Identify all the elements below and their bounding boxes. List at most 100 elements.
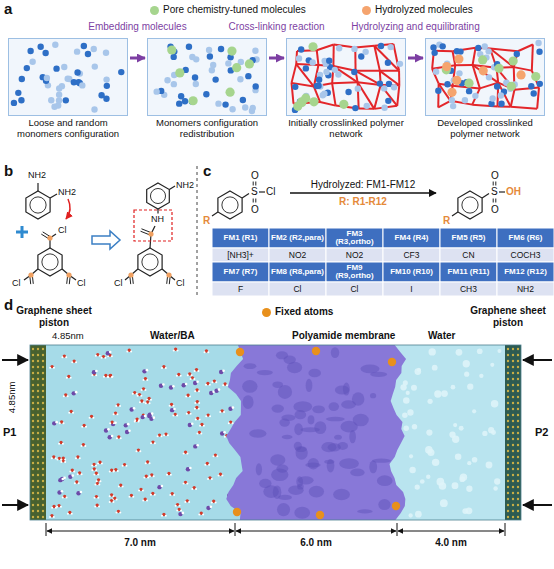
water-bubble bbox=[425, 446, 433, 454]
membrane-texture bbox=[242, 380, 257, 393]
carbon-atom bbox=[517, 378, 519, 380]
monomer-dot bbox=[245, 73, 251, 79]
carbon-atom bbox=[507, 360, 509, 362]
water-molecule bbox=[137, 395, 139, 397]
water-molecule bbox=[221, 474, 223, 476]
water-molecule bbox=[145, 402, 147, 404]
stage-fill bbox=[8, 38, 128, 116]
carbon-atom bbox=[507, 432, 509, 434]
membrane-texture bbox=[243, 395, 254, 409]
water-bubble bbox=[426, 474, 430, 478]
water-molecule bbox=[183, 452, 185, 454]
monomer-dot bbox=[528, 83, 534, 89]
carbon-atom bbox=[42, 396, 44, 398]
table-cell-fill bbox=[440, 262, 497, 282]
water-molecule bbox=[109, 495, 111, 497]
carbon-atom bbox=[517, 432, 519, 434]
stage-fill bbox=[286, 38, 406, 116]
water-molecule bbox=[149, 462, 151, 464]
monomer-dot bbox=[186, 44, 192, 50]
water-molecule bbox=[103, 376, 105, 378]
water-molecule bbox=[169, 405, 171, 407]
bond-line bbox=[212, 212, 218, 216]
water-molecule bbox=[211, 502, 213, 504]
ba-molecule bbox=[172, 385, 175, 388]
hydrolyzed-molecule bbox=[442, 62, 451, 71]
benzene-ring bbox=[458, 191, 482, 219]
dimension-label: 4.0 nm bbox=[421, 537, 481, 549]
water-molecule bbox=[226, 384, 228, 386]
water-molecule bbox=[75, 457, 77, 459]
water-bubble bbox=[497, 349, 501, 353]
water-molecule bbox=[107, 376, 109, 378]
carbon-atom bbox=[32, 402, 34, 404]
dimension-label: 7.0 nm bbox=[110, 537, 170, 549]
monomer-dot bbox=[303, 65, 309, 71]
water-molecule bbox=[58, 443, 60, 445]
monomer-dot bbox=[103, 76, 109, 82]
carbon-atom bbox=[42, 348, 44, 350]
monomer-dot bbox=[314, 83, 320, 89]
membrane-texture bbox=[272, 404, 284, 412]
water-molecule bbox=[53, 516, 55, 518]
table-cell: FM10 (R10) bbox=[383, 262, 440, 282]
polymer-chain bbox=[381, 85, 398, 106]
carbon-atom bbox=[517, 438, 519, 440]
water-molecule bbox=[147, 476, 149, 478]
panel-letter: a bbox=[4, 0, 12, 17]
carbon-atom bbox=[32, 504, 34, 506]
water-bubble bbox=[456, 349, 463, 356]
ba-molecule bbox=[95, 370, 98, 373]
carbon-atom bbox=[42, 366, 44, 368]
membrane-texture bbox=[308, 369, 321, 378]
water-bubble bbox=[409, 454, 413, 458]
benzene-ring bbox=[218, 191, 242, 219]
water-bubble bbox=[415, 511, 422, 518]
ba-molecule bbox=[107, 428, 110, 431]
monomer-dot bbox=[326, 58, 332, 64]
monomer-dot bbox=[215, 100, 221, 106]
carbon-atom bbox=[512, 438, 514, 440]
carbon-atom bbox=[32, 444, 34, 446]
water-molecule bbox=[55, 457, 57, 459]
monomer-dot bbox=[535, 40, 541, 46]
water-molecule bbox=[199, 419, 201, 421]
water-molecule bbox=[62, 443, 64, 445]
membrane-texture bbox=[306, 379, 313, 392]
dimension-line bbox=[398, 531, 504, 532]
water-molecule bbox=[51, 457, 53, 459]
table-cell: FM5 (R5) bbox=[440, 228, 497, 248]
water-molecule bbox=[113, 495, 115, 497]
atom-label: Cl bbox=[58, 225, 67, 235]
ba-molecule bbox=[191, 422, 194, 425]
carbon-atom bbox=[512, 378, 514, 380]
membrane-texture bbox=[308, 458, 319, 470]
stage-box: Developed crosslinked polymer network bbox=[425, 38, 545, 116]
atom-label: Cl bbox=[114, 278, 123, 288]
bond-line bbox=[157, 209, 158, 214]
carbon-atom bbox=[32, 432, 34, 434]
carbon-atom bbox=[507, 462, 509, 464]
water-molecule bbox=[180, 375, 182, 377]
carbon-atom bbox=[42, 510, 44, 512]
monomer-dot bbox=[206, 47, 212, 53]
carbon-atom bbox=[512, 432, 514, 434]
table-cell: NO2 bbox=[326, 248, 383, 262]
carbon-atom bbox=[507, 354, 509, 356]
monomer-dot bbox=[192, 74, 198, 80]
monomer-dot bbox=[92, 63, 98, 69]
water-molecule bbox=[167, 434, 169, 436]
monomer-dot bbox=[381, 85, 387, 91]
water-bubble bbox=[464, 372, 469, 377]
carbon-atom bbox=[37, 426, 39, 428]
carbonyl-atom bbox=[47, 235, 52, 240]
carbon-atom bbox=[517, 444, 519, 446]
carbon-atom bbox=[507, 438, 509, 440]
atom-label: Cl bbox=[12, 278, 21, 288]
water-molecule bbox=[71, 513, 73, 515]
carbon-atom bbox=[512, 390, 514, 392]
carbon-atom bbox=[507, 498, 509, 500]
membrane-texture bbox=[370, 372, 387, 377]
carbon-atom bbox=[512, 486, 514, 488]
